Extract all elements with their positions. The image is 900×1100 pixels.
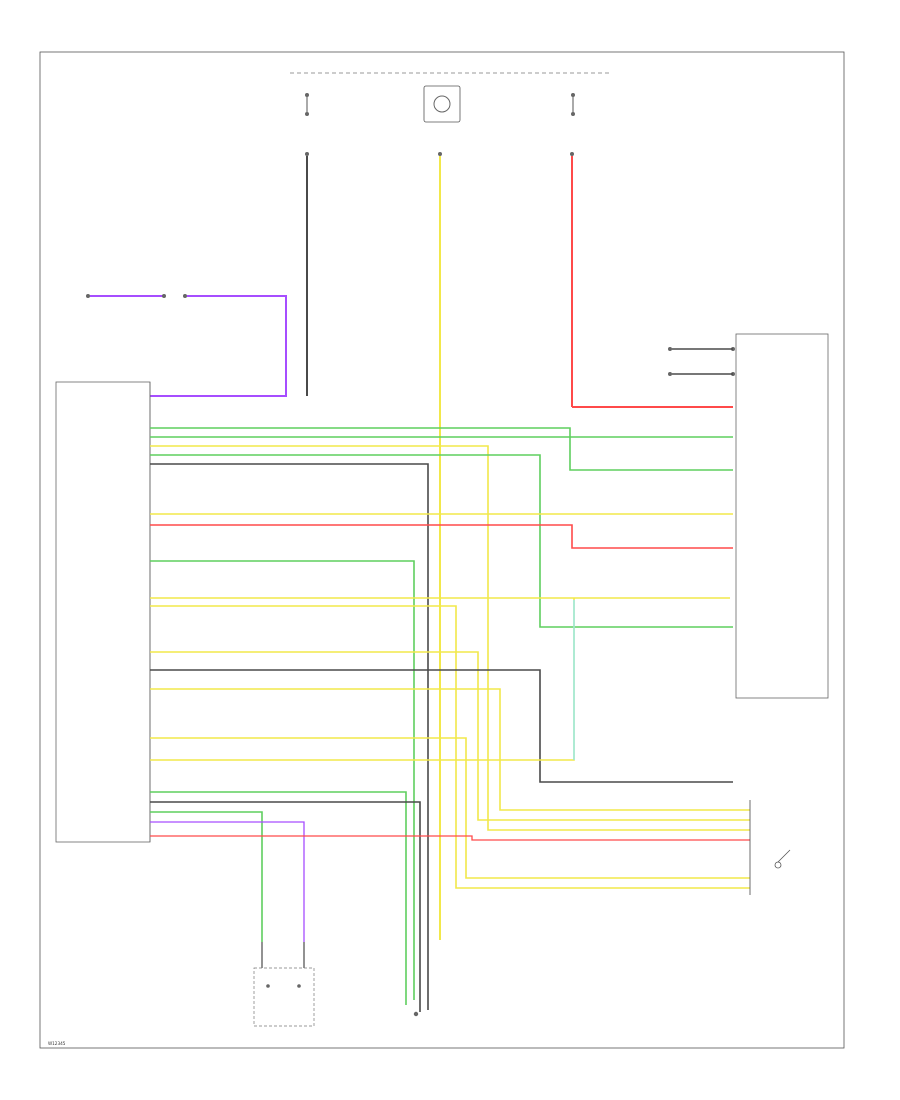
- top-power-bus: [290, 72, 610, 74]
- module-wire-yellow-5: [150, 651, 750, 821]
- module-wire-green-6: [150, 811, 263, 942]
- right-switch: [749, 800, 791, 895]
- module-wire-black-1: [150, 463, 429, 1010]
- fuse-right: [571, 93, 575, 116]
- module-wire-purple: [150, 821, 305, 942]
- diagram-frame: [39, 51, 845, 1049]
- top-wire-red: [571, 156, 733, 408]
- module-wire-yellow-6: [150, 688, 750, 811]
- bottom-switch-assembly: [253, 942, 315, 1027]
- relay-center: [423, 85, 461, 123]
- module-wire-green-3: [150, 454, 733, 628]
- module-wire-yellow-1: [150, 445, 750, 831]
- transfer-case-control-module: [55, 381, 151, 843]
- module-wire-red-1: [150, 524, 733, 549]
- module-wire-green-5: [150, 791, 407, 1005]
- module-wire-yellow-7: [150, 737, 750, 879]
- module-wire-green-4: [150, 560, 415, 1000]
- module-wire-yellow-8: [150, 598, 575, 761]
- ground-symbol: [413, 1011, 419, 1017]
- right-indicator-lamps-group: [668, 333, 829, 699]
- module-wire-black-2: [150, 669, 733, 783]
- module-wire-black-3: [150, 801, 421, 1012]
- module-wire-yellow-4: [150, 605, 750, 889]
- purple-wire: [86, 294, 287, 397]
- fuse-left: [305, 93, 309, 116]
- module-wire-red-2: [150, 835, 750, 841]
- footer-code: W12345: [48, 1041, 66, 1046]
- module-wire-green-1: [150, 427, 733, 471]
- top-connectors: [305, 152, 574, 156]
